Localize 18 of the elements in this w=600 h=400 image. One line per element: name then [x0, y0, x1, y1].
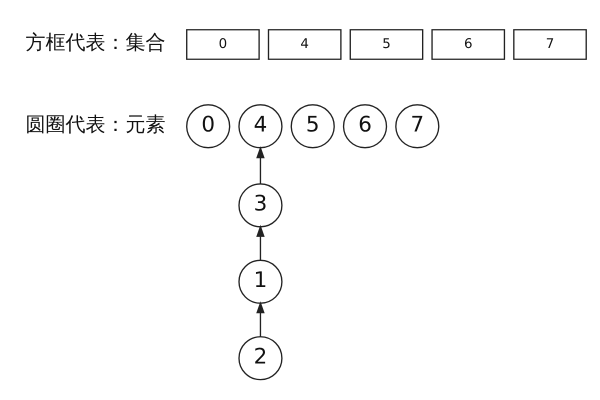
- node-circle: 7: [395, 104, 440, 148]
- arrow: [256, 224, 265, 260]
- label: 方框代表：集合: [26, 30, 166, 54]
- arrow: [256, 301, 265, 337]
- node-box: 5: [350, 29, 424, 60]
- label: 圆圈代表：元素: [26, 112, 166, 136]
- node-box: 7: [513, 29, 587, 60]
- node-circle: 3: [238, 183, 283, 228]
- node-circle: 0: [186, 104, 230, 148]
- node-circle: 6: [342, 104, 388, 148]
- arrow: [256, 146, 265, 184]
- node-circle: 2: [238, 336, 283, 380]
- node-box: 0: [186, 29, 260, 60]
- node-box: 4: [268, 29, 342, 60]
- node-circle: 5: [290, 104, 335, 148]
- node-box: 6: [431, 29, 506, 60]
- node-circle: 1: [238, 260, 283, 304]
- node-circle: 4: [238, 104, 283, 148]
